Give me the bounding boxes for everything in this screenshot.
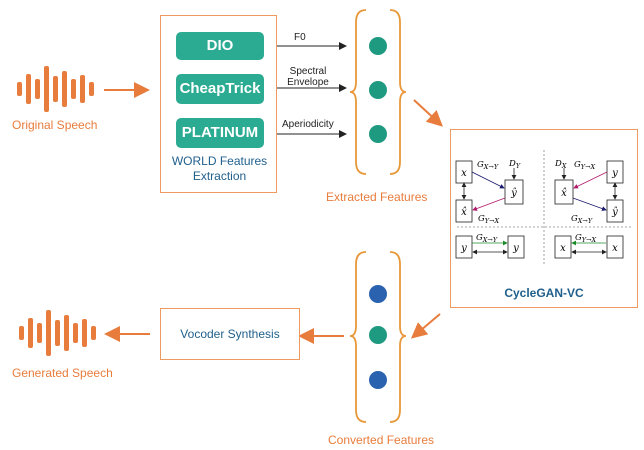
extractor-dio: DIO — [176, 32, 264, 60]
arrow-to-converted — [410, 313, 441, 339]
svg-text:y: y — [460, 243, 467, 254]
original-speech-label: Original Speech — [12, 118, 98, 132]
svg-text:GY→X: GY→X — [478, 214, 500, 225]
extractor-cheaptrick: CheapTrick — [176, 74, 264, 104]
converted-features-label: Converted Features — [328, 433, 435, 447]
f0-label: F0 — [294, 32, 306, 43]
svg-text:GY→X: GY→X — [575, 233, 597, 244]
vocoder-box: Vocoder Synthesis — [160, 308, 300, 360]
spectral-label-line2: Envelope — [287, 77, 329, 88]
svg-text:GX→Y: GX→Y — [571, 214, 593, 225]
extracted-feature-dot — [369, 81, 387, 99]
svg-text:y: y — [512, 243, 519, 254]
aperiodicity-label: Aperiodicity — [282, 119, 334, 130]
vocoder-label: Vocoder Synthesis — [180, 327, 280, 341]
world-extraction-box: DIO CheapTrick PLATINUM WORLD Features E… — [160, 15, 277, 193]
converted-feature-dot — [369, 326, 387, 344]
cyclegan-schematic: x x̂ ŷ GX→Y DY GY→X y ŷ x̂ DX GY→X GX→Y … — [455, 150, 631, 266]
converted-features-brace — [349, 251, 407, 423]
cyclegan-title: CycleGAN-VC — [504, 286, 584, 300]
extracted-feature-dot — [369, 125, 387, 143]
generated-waveform-icon — [19, 310, 96, 356]
world-title-line2: Extraction — [192, 169, 247, 183]
svg-text:ŷ: ŷ — [611, 207, 618, 218]
svg-text:x̂: x̂ — [461, 207, 467, 218]
svg-text:y: y — [611, 168, 618, 179]
svg-text:x: x — [560, 243, 566, 254]
svg-text:x: x — [461, 168, 467, 179]
generated-speech-label: Generated Speech — [12, 366, 113, 380]
original-waveform-icon — [17, 66, 94, 112]
spectral-label-line1: Spectral — [289, 66, 327, 77]
converted-feature-dot — [369, 371, 387, 389]
cyclegan-box: x x̂ ŷ GX→Y DY GY→X y ŷ x̂ DX GY→X GX→Y … — [450, 129, 638, 308]
extracted-features-brace — [349, 9, 407, 175]
extracted-feature-dot — [369, 37, 387, 55]
svg-text:DY: DY — [508, 159, 521, 170]
svg-text:x: x — [612, 243, 618, 254]
converted-feature-dot — [369, 285, 387, 303]
svg-text:ŷ: ŷ — [510, 188, 517, 199]
svg-text:GX→Y: GX→Y — [476, 233, 498, 244]
svg-text:DX: DX — [554, 159, 567, 170]
arrow-to-cyclegan — [413, 99, 443, 127]
svg-text:GX→Y: GX→Y — [477, 160, 499, 171]
world-title-line1: WORLD Features — [171, 154, 268, 168]
svg-text:GY→X: GY→X — [574, 160, 596, 171]
svg-text:x̂: x̂ — [561, 188, 567, 199]
extractor-platinum: PLATINUM — [176, 118, 264, 148]
extracted-features-label: Extracted Features — [326, 190, 428, 204]
